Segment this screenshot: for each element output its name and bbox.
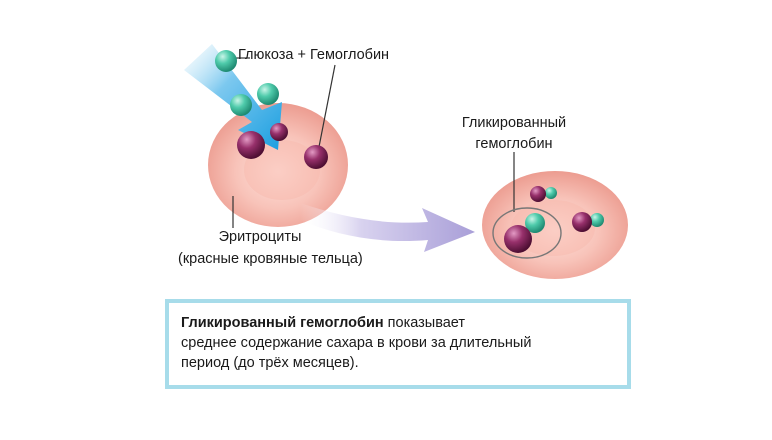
glucose-molecule — [215, 50, 237, 72]
hemoglobin-molecule — [304, 145, 328, 169]
erythrocyte-right — [482, 171, 628, 279]
info-line3: период (до трёх месяцев). — [181, 355, 359, 371]
glucose-molecule — [545, 187, 557, 199]
info-box: Гликированный гемоглобин показывает сред… — [165, 299, 631, 389]
info-line2: среднее содержание сахара в крови за дли… — [181, 335, 532, 351]
hemoglobin-molecule — [270, 123, 288, 141]
hemoglobin-molecule — [530, 186, 546, 202]
glucose-molecule — [525, 213, 545, 233]
info-bold-term: Гликированный гемоглобин — [181, 315, 384, 331]
hemoglobin-molecule — [237, 131, 265, 159]
pointer-hemoglobin — [317, 64, 336, 153]
incoming-arrow — [184, 44, 282, 150]
label-glycated: Гликированный — [461, 115, 567, 131]
highlight-ring — [492, 207, 562, 259]
info-text: Гликированный гемоглобин показывает сред… — [181, 313, 627, 373]
hemoglobin-molecule — [572, 212, 592, 232]
label-glucose-hemoglobin: Глюкоза + Гемоглобин — [238, 47, 390, 63]
label-erythrocytes-description: (красные кровяные тельца) — [178, 251, 363, 267]
glucose-molecule — [257, 83, 279, 105]
hemoglobin-molecule — [504, 225, 532, 253]
transfer-arrow — [300, 203, 475, 252]
label-erythrocytes: Эритроциты — [218, 229, 302, 245]
glucose-molecule — [590, 213, 604, 227]
label-hemoglobin: гемоглобин — [475, 136, 553, 152]
glucose-molecule — [230, 94, 252, 116]
info-line1-rest: показывает — [383, 315, 466, 331]
